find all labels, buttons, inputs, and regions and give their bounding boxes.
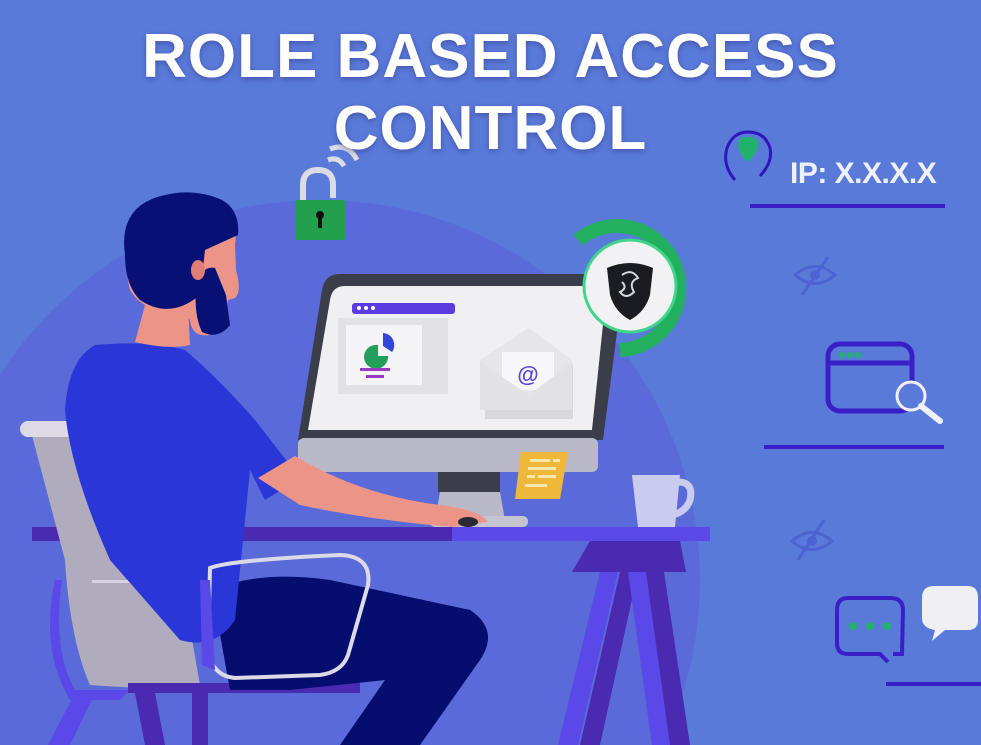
- browser-search-icon: [825, 341, 943, 424]
- desk-top-front: [452, 527, 710, 541]
- at-symbol: @: [517, 362, 538, 387]
- pie-chart-window: [338, 303, 455, 394]
- desk-leg: [580, 572, 638, 745]
- chat-bubble-icon: [835, 596, 906, 664]
- divider-line: [750, 204, 945, 208]
- divider-line: [764, 445, 944, 449]
- desk-leg: [558, 572, 618, 745]
- desk-bracket: [572, 541, 686, 572]
- coffee-cup: [632, 475, 695, 527]
- pie-slice: [383, 333, 395, 352]
- sticky-note: [515, 452, 568, 499]
- speech-bubble-icon: [922, 586, 978, 641]
- page-title-line-1: ROLE BASED ACCESS: [142, 22, 839, 91]
- hair: [124, 192, 239, 309]
- shield-icon: [607, 263, 653, 320]
- beard: [195, 267, 230, 335]
- security-badge: [573, 219, 687, 357]
- trousers: [212, 576, 488, 745]
- location-pin-icon: [724, 130, 772, 181]
- page-title-line-2: CONTROL: [333, 94, 648, 163]
- ip-address-label: IP: X.X.X.X: [790, 157, 937, 190]
- pie-slice: [364, 344, 389, 369]
- chair-armrest: [205, 552, 371, 681]
- unlocked-padlock-icon: [295, 144, 360, 240]
- divider-line: [886, 682, 981, 686]
- email-envelope: @: [480, 328, 573, 419]
- arm: [258, 456, 488, 527]
- eye-slash-icon: [792, 256, 838, 296]
- wifi-icon: [327, 156, 347, 168]
- desk-leg: [646, 572, 690, 745]
- person-at-desk: [65, 192, 488, 745]
- eye-slash-icon: [789, 519, 835, 561]
- desk-leg: [628, 572, 672, 745]
- magnifier-icon: [895, 380, 927, 412]
- shirt: [65, 343, 300, 643]
